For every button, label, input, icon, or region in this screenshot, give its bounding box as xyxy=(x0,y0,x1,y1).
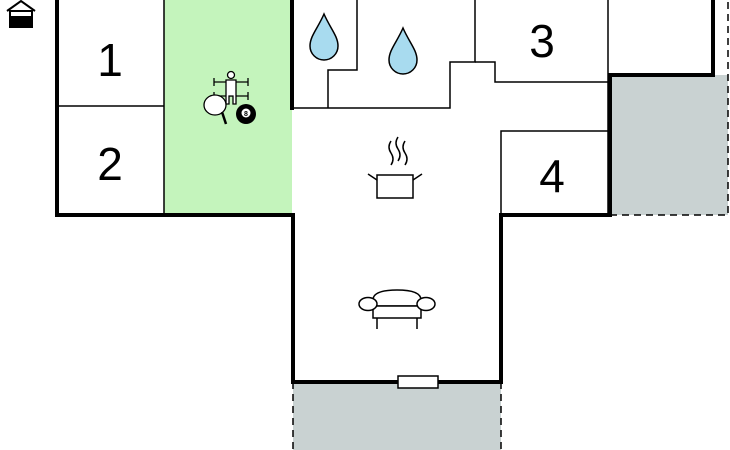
bathroom-water-drop-icon xyxy=(309,12,418,75)
kitchen-pot-icon xyxy=(367,136,423,199)
terrace-east-outline xyxy=(610,0,729,216)
terrace-south xyxy=(293,382,501,450)
living-room-sofa-icon xyxy=(358,289,436,329)
window xyxy=(397,375,439,389)
game-room xyxy=(164,0,292,215)
room-number-4: 4 xyxy=(539,150,565,202)
room-number-3: 3 xyxy=(529,15,555,67)
svg-text:8: 8 xyxy=(244,111,248,118)
terrace-east xyxy=(610,75,728,215)
game-room-icon: 8 xyxy=(203,70,256,125)
exterior-walls xyxy=(55,0,715,384)
room-number-1: 1 xyxy=(97,34,123,86)
house-entrance-icon xyxy=(6,0,36,28)
room-number-2: 2 xyxy=(97,138,123,190)
